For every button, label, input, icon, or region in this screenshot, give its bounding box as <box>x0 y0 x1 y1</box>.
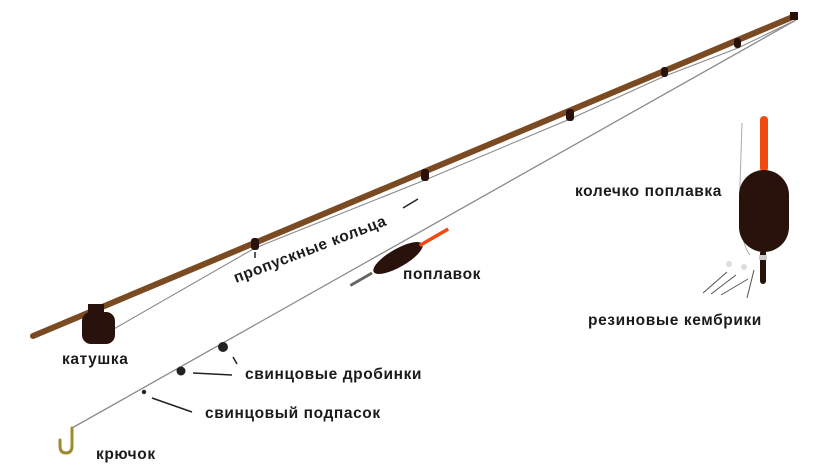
guide-ring <box>566 109 574 121</box>
lead-shot <box>218 342 228 352</box>
reel <box>82 304 115 344</box>
hook <box>58 426 74 455</box>
label-rubber-tubes: резиновые кембрики <box>588 312 762 329</box>
guide-ring <box>734 38 741 48</box>
guide-ring <box>661 67 668 77</box>
sinker-shot <box>141 389 147 395</box>
float-body <box>739 170 789 252</box>
rod-tip <box>790 12 798 20</box>
rod <box>30 13 798 339</box>
fishing-line <box>71 19 797 429</box>
float-antenna <box>760 116 768 172</box>
float <box>349 227 450 287</box>
rod-line <box>111 19 797 331</box>
label-float-ring: колечко поплавка <box>575 183 722 200</box>
label-lead-shots: свинцовые дробинки <box>245 366 422 383</box>
lead-shot <box>176 366 186 376</box>
label-float: поплавок <box>403 266 481 283</box>
label-hook: крючок <box>96 446 156 463</box>
float-detail <box>702 116 789 299</box>
guide-ring <box>251 238 259 250</box>
label-reel: катушка <box>62 351 128 368</box>
guide-ring <box>421 169 429 181</box>
label-sinker: свинцовый подпасок <box>205 405 381 422</box>
pointer-lines <box>151 198 419 413</box>
guide-rings <box>251 38 741 250</box>
